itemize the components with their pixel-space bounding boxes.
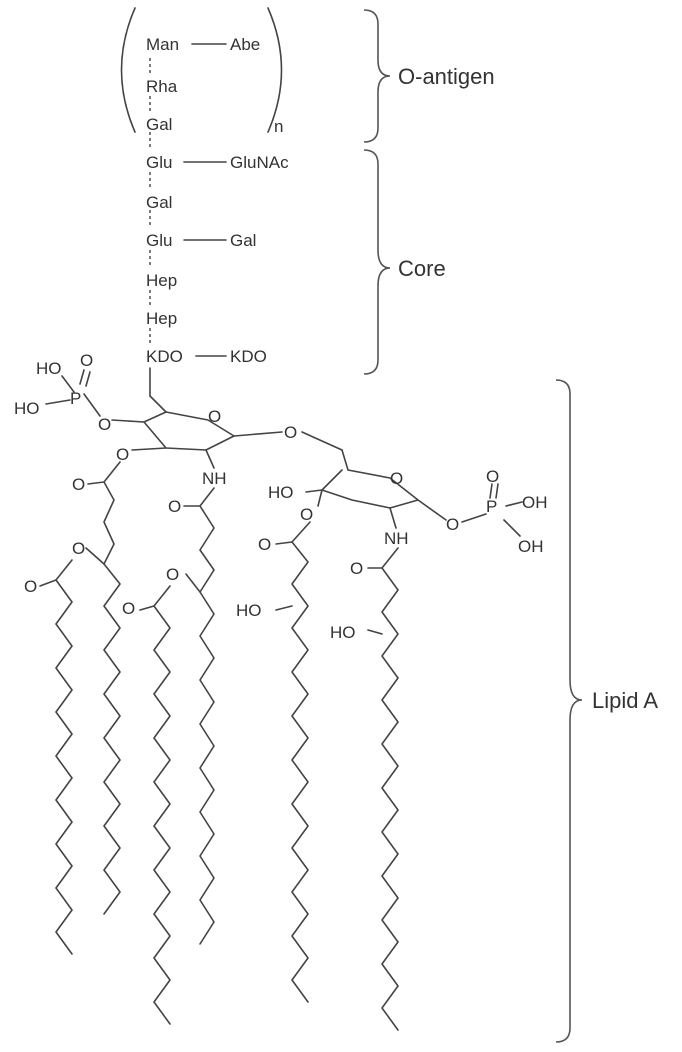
brace-o-antigen	[363, 9, 391, 143]
atom-ho-p1-a: HO	[36, 359, 62, 378]
sugar-rha: Rha	[146, 77, 178, 96]
lipid-a-bonds	[45, 367, 523, 537]
atom-o-amide-2: O	[350, 559, 363, 578]
atom-o-carbonyl-2b: O	[122, 599, 135, 618]
atom-o-ring-2: O	[390, 469, 403, 488]
atom-o-ring-1: O	[208, 407, 221, 426]
label-o-antigen: O-antigen	[398, 64, 495, 89]
sugar-kdo-1: KDO	[146, 347, 183, 366]
atom-ho-chain-4: HO	[330, 623, 356, 642]
acyl-chain-4	[381, 547, 399, 1031]
repeat-count: n	[274, 117, 283, 136]
sugar-hep-2: Hep	[146, 309, 177, 328]
acyl-chain-1b	[55, 559, 73, 955]
sugar-gal-repeat: Gal	[146, 115, 172, 134]
repeat-paren-right	[267, 7, 283, 133]
sugar-glu-1: Glu	[146, 153, 172, 172]
atom-o-p1-link: O	[98, 415, 111, 434]
atom-nh-2: NH	[384, 529, 409, 548]
glycosidic-bonds	[149, 43, 227, 357]
atom-o-amide-1: O	[168, 497, 181, 516]
atom-o-carbonyl-1b: O	[24, 577, 37, 596]
brace-core	[363, 149, 391, 375]
atom-o-ester-1: O	[116, 445, 129, 464]
atom-ho-p1-b: HO	[14, 399, 40, 418]
sugar-glunac: GluNAc	[230, 153, 289, 172]
atom-p-2: P	[486, 497, 497, 516]
atom-labels: HO HO P O O O O O NH O HO O NH O P O OH …	[14, 351, 548, 642]
atom-o-chain-2: O	[166, 565, 179, 584]
fatty-acyl-chains	[39, 461, 399, 1031]
repeat-paren-left	[120, 7, 136, 133]
atom-o-p2-link: O	[446, 515, 459, 534]
atom-nh-1: NH	[202, 469, 227, 488]
sugar-glu-2: Glu	[146, 231, 172, 250]
atom-o-p2-top: O	[486, 467, 499, 486]
sugar-gal-core-1: Gal	[146, 193, 172, 212]
acyl-chain-3	[291, 521, 311, 1003]
acyl-chain-1	[103, 461, 121, 915]
atom-o-glyco: O	[284, 423, 297, 442]
acyl-chain-2	[199, 487, 215, 945]
sugar-man: Man	[146, 35, 179, 54]
atom-oh-p2-a: OH	[522, 493, 548, 512]
atom-ho-ring-2: HO	[268, 483, 294, 502]
sugar-abe: Abe	[230, 35, 260, 54]
sugar-labels: Man Abe Rha Gal n Glu GluNAc Gal Glu Gal…	[146, 35, 289, 366]
brace-lipid-a	[555, 379, 583, 1043]
atom-o-p1-top: O	[80, 351, 93, 370]
atom-o-ester-2: O	[300, 505, 313, 524]
atom-o-carbonyl-3: O	[258, 535, 271, 554]
sugar-hep-1: Hep	[146, 271, 177, 290]
region-braces	[363, 9, 583, 1043]
label-lipid-a: Lipid A	[592, 688, 658, 713]
sugar-gal-core-2: Gal	[230, 231, 256, 250]
acyl-chain-2b	[153, 585, 171, 1025]
sugar-kdo-2: KDO	[230, 347, 267, 366]
label-core: Core	[398, 256, 446, 281]
atom-o-chain-1: O	[72, 539, 85, 558]
atom-oh-p2-b: OH	[518, 537, 544, 556]
atom-ho-chain-3: HO	[236, 601, 262, 620]
atom-o-carbonyl-1: O	[72, 475, 85, 494]
atom-p-1: P	[70, 389, 81, 408]
